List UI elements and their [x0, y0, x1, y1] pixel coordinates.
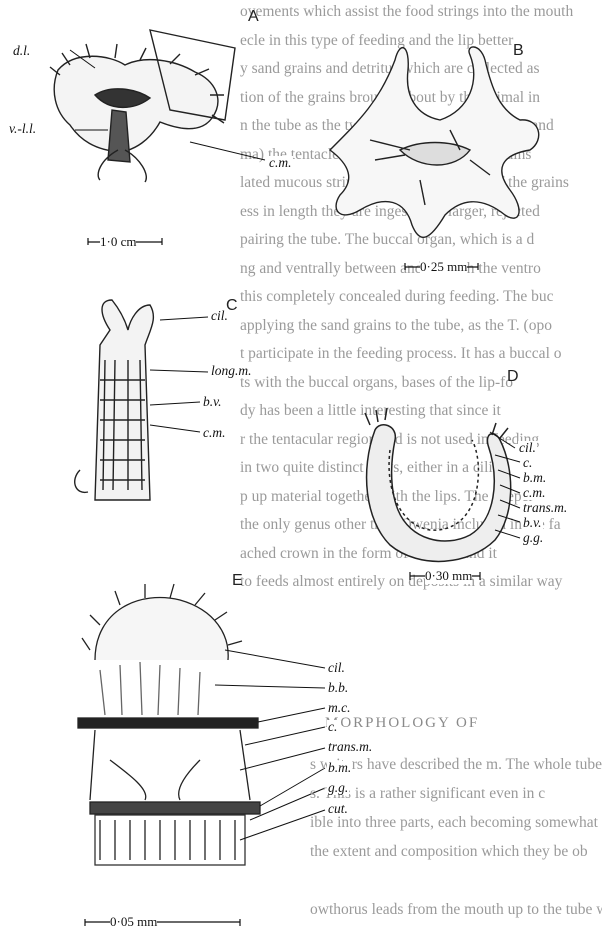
label-c-bv: b.v. — [202, 395, 223, 409]
label-e-cil: cil. — [327, 661, 346, 675]
scale-e: 0·05 mm — [110, 914, 157, 930]
panel-d-drawing — [365, 408, 511, 561]
label-a-cm: c.m. — [268, 156, 293, 170]
lower-text-line: the extent and composition which they be… — [310, 842, 602, 861]
label-c-cil: cil. — [210, 309, 229, 323]
panel-letter-b: B — [513, 42, 524, 60]
label-d-bv: b.v. — [522, 516, 543, 530]
scale-d: 0·30 mm — [425, 568, 472, 584]
label-a-dl: d.l. — [12, 44, 31, 58]
panel-letter-d: D — [507, 368, 519, 386]
label-d-c: c. — [522, 456, 533, 470]
label-c-longm: long.m. — [210, 364, 253, 378]
lower-text-line: s. This is a rather significant even in … — [310, 784, 602, 803]
panel-letter-e: E — [232, 572, 243, 590]
lower-text-line: ible into three parts, each becoming som… — [310, 813, 602, 832]
panel-a-drawing — [50, 30, 235, 182]
label-d-cil: cil. — [518, 441, 537, 455]
panel-b-drawing — [330, 47, 539, 237]
label-d-gg: g.g. — [522, 531, 544, 545]
scale-a: 1·0 cm — [100, 234, 136, 250]
lower-text-line: owthorus leads from the mouth up to the … — [310, 900, 602, 919]
panel-c-drawing — [75, 300, 154, 500]
section-heading: MORPHOLOGY OF — [325, 715, 479, 732]
label-d-transm: trans.m. — [522, 501, 568, 515]
label-e-gg: g.g. — [327, 781, 349, 795]
label-a-vll: v.-l.l. — [8, 122, 37, 136]
label-e-cut: cut. — [327, 802, 349, 816]
label-e-c: c. — [327, 720, 338, 734]
scale-b: 0·25 mm — [420, 259, 467, 275]
label-e-transm: trans.m. — [327, 740, 373, 754]
label-d-cm: c.m. — [522, 486, 547, 500]
panel-e-drawing — [78, 584, 260, 865]
lower-text-line: s writers have described the m. The whol… — [310, 755, 602, 774]
label-e-bm: b.m. — [327, 761, 352, 775]
label-e-bb: b.b. — [327, 681, 349, 695]
label-e-mc: m.c. — [327, 701, 352, 715]
panel-letter-a: A — [248, 8, 259, 26]
label-d-bm: b.m. — [522, 471, 547, 485]
label-c-cm: c.m. — [202, 426, 227, 440]
